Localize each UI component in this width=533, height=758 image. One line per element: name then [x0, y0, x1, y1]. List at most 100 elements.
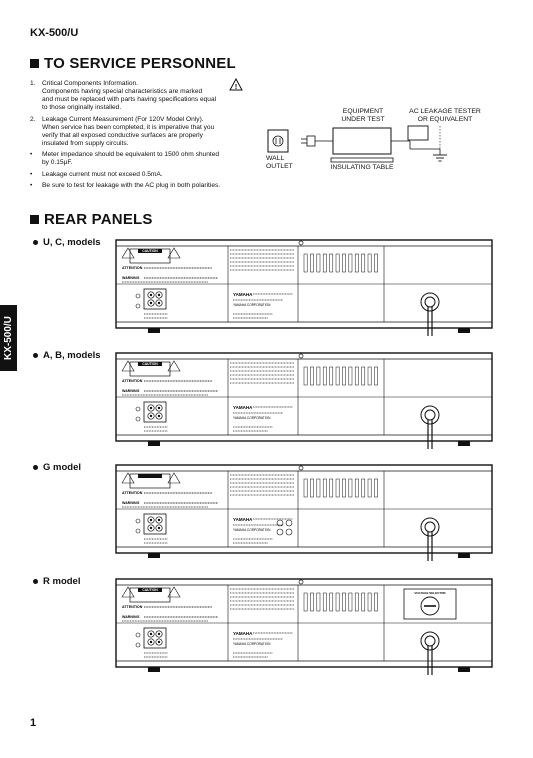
list-text: Leakage current must not exceed 0.5mA. [42, 171, 245, 179]
foot [458, 441, 470, 446]
vent-slot [354, 592, 359, 612]
corp-text: YAMAHA CORPORATION [233, 303, 271, 307]
warning-text: WARNING [122, 276, 140, 280]
vent-slot [361, 253, 366, 273]
insulating-table-label: INSULATING TABLE [330, 164, 394, 171]
vent-slot [329, 366, 334, 386]
vent-slot [348, 366, 353, 386]
vent-slot [354, 478, 359, 498]
list-line: Meter impedance should be equivalent to … [42, 151, 220, 158]
attention-text: ATTENTION [122, 605, 143, 609]
list-marker: • [30, 151, 33, 158]
rca-jack-pin [157, 518, 161, 522]
rca-jack-pin [157, 293, 161, 297]
wall-outlet-label: WALL OUTLET [266, 155, 293, 170]
vent-slot [335, 253, 340, 273]
tester-label: AC LEAKAGE TESTER OR EQUIVALENT [409, 108, 481, 123]
cert-mark-icon [285, 519, 293, 527]
list-line: to those originally installed. [42, 104, 122, 111]
corp-text: YAMAHA CORPORATION [233, 416, 271, 420]
caution-banner [138, 588, 162, 592]
screw-icon [298, 240, 304, 246]
list-marker: • [30, 182, 33, 189]
vent-slot [374, 366, 378, 386]
vent-slot [354, 366, 359, 386]
panel-label-g: G model [33, 462, 81, 473]
warning-triangle-icon: ! [229, 78, 243, 91]
vent-slot [348, 253, 353, 273]
vent-slot [361, 592, 366, 612]
vent-slot [303, 366, 308, 386]
caution-text: CAUTION [142, 249, 158, 253]
vent-slot [316, 478, 321, 498]
list-line: by 0.15μF. [42, 159, 73, 166]
power-cord-bushing-inner [424, 521, 436, 533]
rca-jack-pin [157, 301, 161, 305]
vent-slot [335, 478, 340, 498]
rca-jack-pin [157, 640, 161, 644]
rca-jack-pin [157, 414, 161, 418]
foot [148, 667, 160, 672]
vent-slot [361, 366, 366, 386]
list-text: Critical Components Information.Componen… [42, 80, 245, 112]
list-marker: • [30, 170, 33, 178]
vent-slot [374, 592, 378, 612]
warning-triangle-icon [167, 247, 181, 259]
rca-jack-pin [149, 526, 153, 530]
wall-outlet-box [267, 129, 289, 153]
caution-banner [138, 474, 162, 478]
warning-text: WARNING [122, 615, 140, 619]
service-title: TO SERVICE PERSONNEL [44, 55, 236, 72]
attention-text: ATTENTION [122, 491, 143, 495]
leakage-test-diagram [267, 125, 447, 163]
lightning-triangle-icon [121, 472, 135, 484]
brand-text: YAMAHA [233, 405, 253, 410]
vent-slot [367, 592, 372, 612]
list-text: Be sure to test for leakage with the AC … [42, 182, 245, 190]
voltage-selector-text: VOLTAGE SELECTOR [414, 591, 446, 595]
vent-slot [310, 366, 314, 386]
ground-terminal [135, 642, 141, 648]
vent-slot [342, 253, 346, 273]
warning-triangle-icon [167, 586, 181, 598]
list-text: Leakage Current Measurement (For 120V Mo… [42, 116, 245, 148]
foot [458, 667, 470, 672]
lightning-triangle-icon [121, 586, 135, 598]
rca-jack-pin [149, 640, 153, 644]
brand-text: YAMAHA [233, 517, 253, 522]
caution-banner [138, 362, 162, 366]
service-list-item: 1. Critical Components Information.Compon… [30, 80, 245, 112]
vent-slot [303, 592, 308, 612]
vent-slot [348, 592, 353, 612]
vent-slot [335, 366, 340, 386]
list-line: Be sure to test for leakage with the AC … [42, 182, 221, 189]
vent-slot [367, 478, 372, 498]
list-line: Critical Components Information. [42, 80, 139, 87]
vent-slot [361, 478, 366, 498]
rca-jack-pin [149, 301, 153, 305]
rear-panels-heading: REAR PANELS [30, 211, 153, 228]
ground-terminal [135, 528, 141, 534]
foot [148, 441, 160, 446]
vent-slot [367, 253, 372, 273]
jack-panel [143, 627, 167, 649]
vent-slot [335, 592, 340, 612]
ground-terminal [135, 518, 141, 524]
heading-square-icon [30, 215, 39, 224]
rca-jack-pin [157, 632, 161, 636]
page-number: 1 [30, 717, 37, 729]
list-marker: 1. [30, 80, 36, 87]
service-list-item: • Leakage current must not exceed 0.5mA. [30, 171, 245, 179]
list-line: Leakage Current Measurement (For 120V Mo… [42, 115, 204, 123]
vent-slot [342, 592, 346, 612]
list-line: insulated from supply circuits. [42, 139, 129, 147]
screw-icon [298, 579, 304, 585]
power-cord-bushing-inner [424, 409, 436, 421]
vent-slot [374, 478, 378, 498]
vent-slot [316, 253, 321, 273]
brand-text: YAMAHA [233, 631, 253, 636]
vent-slot [310, 478, 314, 498]
equipment-label: EQUIPMENT UNDER TEST [341, 108, 385, 123]
